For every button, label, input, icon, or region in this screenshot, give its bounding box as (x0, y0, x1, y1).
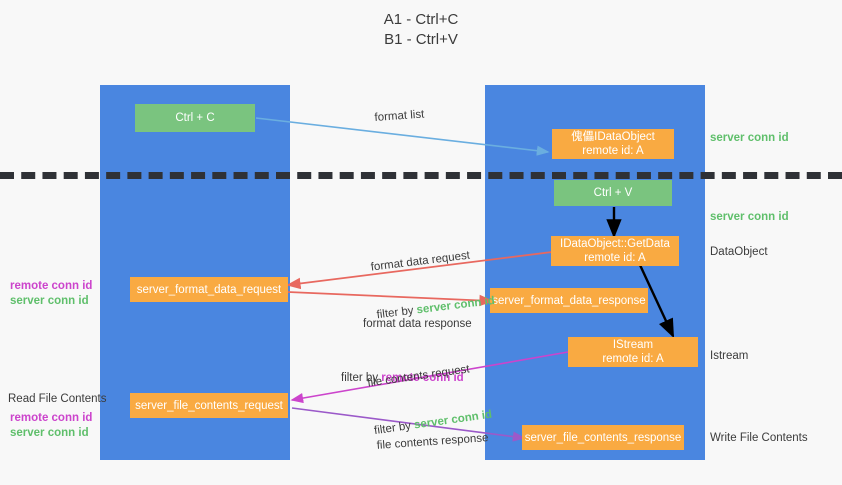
node-server-file-contents-request-label: server_file_contents_request (135, 399, 283, 412)
filter-prefix: filter by (341, 372, 382, 384)
edge-label-format-data-response-filter: filter by remote conn id (341, 370, 472, 386)
edge-label-file-contents-request-text: file contents request (366, 363, 471, 390)
node-ctrl-v-label: Ctrl + V (593, 187, 633, 199)
page-title: A1 - Ctrl+C B1 - Ctrl+V (383, 11, 459, 48)
node-server-file-contents-request[interactable]: server_file_contents_request (130, 393, 288, 418)
side-label-istream: Istream (710, 350, 749, 362)
side-label-write-file-contents: Write File Contents (710, 432, 808, 444)
edge-label-file-contents-response-text: file contents response (376, 432, 489, 452)
node-proxy-dataobject[interactable]: 傀儡IDataObject remote id: A (552, 129, 674, 159)
node-server-format-data-request-label: server_format_data_request (136, 283, 282, 296)
node-server-format-data-request[interactable]: server_format_data_request (130, 277, 288, 302)
side-label-remote-conn-id-1: remote conn id (10, 280, 93, 292)
edge-label-format-data-request-text: format data request (370, 249, 471, 274)
side-label-remote-conn-id-2: remote conn id (10, 412, 93, 424)
node-istream[interactable]: IStream remote id: A (568, 337, 698, 367)
edge-label-format-data-response: format data response filter by remote co… (341, 284, 472, 418)
node-istream-label: IStream remote id: A (602, 339, 664, 365)
edge-label-format-list: format list (374, 108, 425, 124)
node-ctrl-v[interactable]: Ctrl + V (554, 180, 672, 206)
edge-label-file-contents-response: file contents response filter by remote … (374, 398, 495, 485)
node-proxy-dataobject-label: 傀儡IDataObject remote id: A (571, 131, 655, 157)
node-ctrl-c[interactable]: Ctrl + C (135, 104, 255, 132)
side-label-server-conn-id-1: server conn id (710, 132, 789, 144)
side-label-server-conn-id-3: server conn id (10, 295, 89, 307)
node-server-file-contents-response-label: server_file_contents_response (524, 431, 682, 444)
edge-label-format-data-response-text: format data response (363, 318, 472, 330)
side-label-dataobject: DataObject (710, 246, 768, 258)
divider-dashed-line (0, 172, 842, 179)
node-ctrl-c-label: Ctrl + C (175, 112, 215, 124)
node-server-format-data-response[interactable]: server_format_data_response (490, 288, 648, 313)
node-idataobject-getdata[interactable]: IDataObject::GetData remote id: A (551, 236, 679, 266)
node-server-format-data-response-label: server_format_data_response (492, 294, 646, 307)
side-label-server-conn-id-2: server conn id (710, 211, 789, 223)
node-idataobject-getdata-label: IDataObject::GetData remote id: A (560, 238, 670, 264)
side-label-server-conn-id-4: server conn id (10, 427, 89, 439)
node-server-file-contents-response[interactable]: server_file_contents_response (522, 425, 684, 450)
filter-value-remote-conn-id: remote conn id (381, 372, 464, 384)
side-label-read-file-contents: Read File Contents (8, 393, 107, 405)
